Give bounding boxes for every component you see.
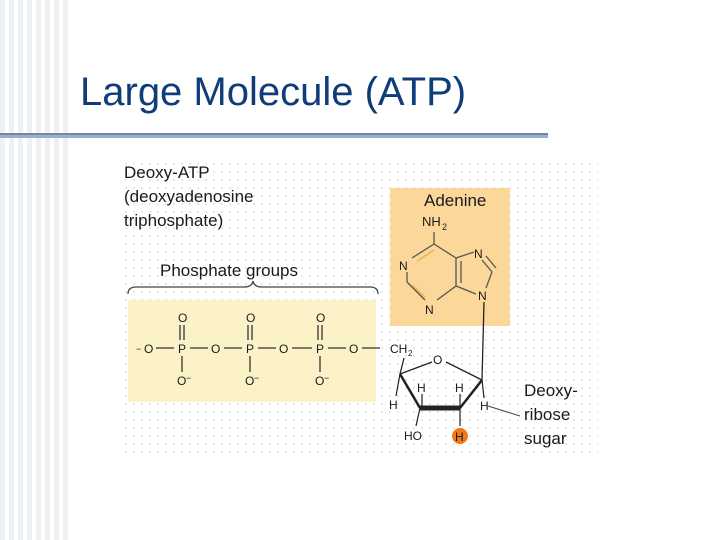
atom-o-bridge1: O [211, 342, 220, 356]
atom-h-deoxy: H [455, 430, 464, 444]
atom-o-p3-top: O [316, 311, 325, 325]
atom-o-p3-bottom: O [315, 374, 324, 388]
adenine-inner-bonds [411, 249, 435, 298]
title-underline-accent [0, 133, 548, 135]
adenine-label: Adenine [424, 191, 486, 210]
sugar-label-line3: sugar [524, 429, 567, 448]
bond-c8-n9 [485, 271, 493, 289]
bond-c3-oh [415, 407, 421, 427]
atom-n7: N [474, 247, 483, 261]
charge-minus-terminal: − [136, 344, 141, 354]
atom-ho: HO [404, 429, 422, 443]
charge-minus-p1: − [186, 373, 191, 383]
phosphate-highlight-box [128, 300, 376, 402]
bond-ch2-c4 [399, 357, 405, 375]
atom-h-c1: H [480, 399, 489, 413]
figure-heading-line2: (deoxyadenosine [124, 187, 253, 206]
deoxy-h-marker [452, 428, 468, 444]
bond-c6-n1 [411, 243, 435, 259]
atom-p3: P [316, 342, 324, 356]
atom-o-bridge2: O [279, 342, 288, 356]
atom-o-terminal: O [144, 342, 153, 356]
atom-o-p1-top: O [178, 311, 187, 325]
charge-minus-p2: − [254, 373, 259, 383]
bond-c4-oring [399, 361, 433, 375]
adenine-highlight-box [390, 188, 510, 326]
adenine-ring [406, 232, 497, 301]
bond-c1-h [481, 379, 485, 399]
phosphate-groups-label: Phosphate groups [160, 261, 298, 280]
bond-c4-c3 [398, 373, 422, 409]
atom-p2: P [246, 342, 254, 356]
atom-h-c3: H [417, 381, 426, 395]
nh-subscript-2: 2 [442, 222, 447, 232]
datp-structure-figure: Deoxy-ATP (deoxyadenosine triphosphate) … [122, 160, 598, 456]
double-bond-n7-c8 [485, 255, 497, 269]
bond-oring-c1 [445, 361, 483, 381]
atom-o-p2-top: O [246, 311, 255, 325]
atom-p1: P [178, 342, 186, 356]
atom-n3: N [425, 303, 434, 317]
datp-structure-diagram: Deoxy-ATP (deoxyadenosine triphosphate) … [124, 163, 578, 448]
slide-background-stripes [0, 0, 72, 540]
atom-n9: N [478, 289, 487, 303]
phosphate-chain [156, 325, 380, 372]
atom-ch-group: CH [390, 342, 407, 356]
atom-h-c2: H [455, 381, 464, 395]
sugar-leader-line [487, 405, 521, 417]
deoxyribose-ring [395, 301, 485, 427]
charge-minus-p3: − [324, 373, 329, 383]
double-bond-c2-n3 [411, 284, 426, 298]
atom-o-p2-bottom: O [245, 374, 254, 388]
atom-nh-group: NH [422, 214, 441, 229]
atom-n1: N [399, 259, 408, 273]
bond-c5-n7 [455, 251, 475, 259]
atom-o-ring: O [433, 353, 442, 367]
bond-c2-n3 [406, 281, 426, 301]
slide-title: Large Molecule (ATP) [80, 70, 467, 114]
double-bond-n1-c6 [416, 249, 435, 262]
figure-heading-line1: Deoxy-ATP [124, 163, 210, 182]
sugar-label-line2: ribose [524, 405, 570, 424]
sugar-label-line1: Deoxy- [524, 381, 578, 400]
atom-o-bridge3: O [349, 342, 358, 356]
ch-subscript-2: 2 [408, 349, 413, 358]
figure-heading-line3: triphosphate) [124, 211, 223, 230]
phosphate-groups-brace [127, 280, 379, 295]
atom-o-p1-bottom: O [177, 374, 186, 388]
title-underline [0, 133, 548, 138]
bond-n9-c4 [455, 285, 477, 295]
bond-n3-c4 [436, 285, 457, 301]
atom-h-c4: H [389, 398, 398, 412]
bond-c1-c2 [459, 379, 483, 409]
bond-c6-c5 [433, 243, 457, 259]
bond-n7-c8 [481, 259, 493, 273]
bond-c4-h [395, 373, 401, 397]
bond-c1-n9 [481, 301, 485, 381]
